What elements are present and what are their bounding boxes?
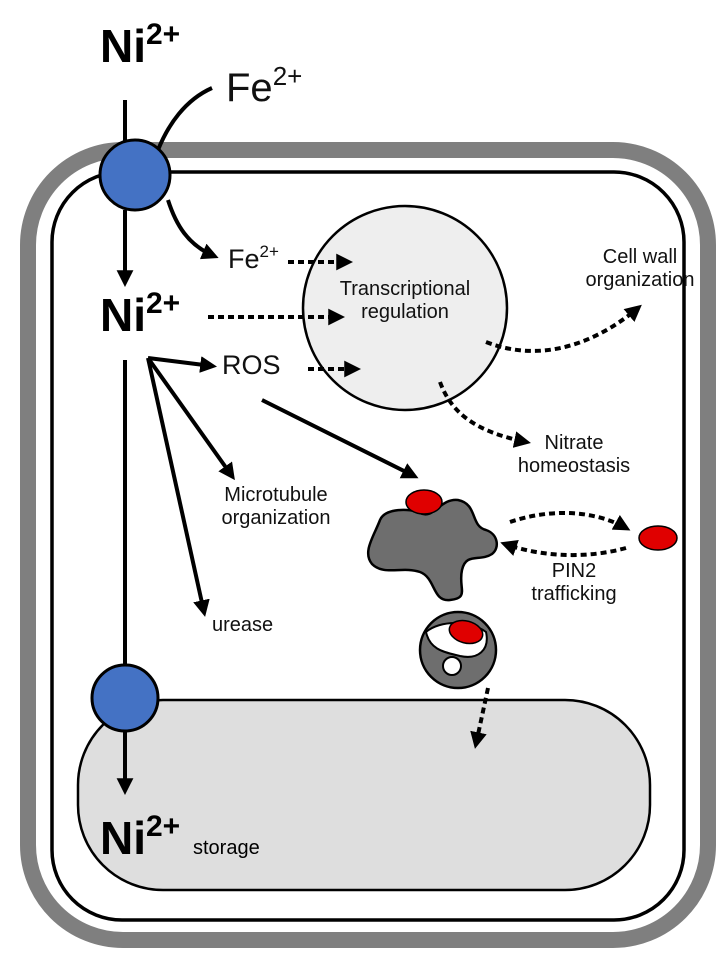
ros-label: ROS xyxy=(222,350,281,380)
ni-storage-label: Ni2+ storage xyxy=(100,810,260,864)
pin2-protein-vesicle xyxy=(448,619,484,645)
vesicle-inner-dot xyxy=(442,656,462,676)
arrow-ni-ros xyxy=(147,356,218,373)
dotted-arrow-nitrate xyxy=(438,381,531,448)
arrow-ros-organelle xyxy=(261,398,419,479)
membrane-transporter xyxy=(98,138,172,212)
pin2-label: PIN2 trafficking xyxy=(531,560,617,605)
fe-extracellular-label: Fe2+ xyxy=(226,61,303,110)
dotted-arrow-cell-wall xyxy=(485,304,642,353)
endosome-organelle xyxy=(366,498,499,602)
nucleus xyxy=(301,204,509,412)
vacuole xyxy=(76,698,652,892)
arrow-transporter-to-fe xyxy=(166,199,219,260)
microtubule-label: Microtubule organization xyxy=(221,484,331,529)
fe-uptake-curve xyxy=(156,86,213,151)
arrow-ni-microtubule xyxy=(146,356,235,481)
arrow-ni-urease xyxy=(146,357,210,617)
fe-intracellular-label: Fe2+ xyxy=(228,242,279,274)
nucleus-label: Transcriptional regulation xyxy=(339,278,471,323)
tonoplast-transporter xyxy=(90,663,160,733)
cell-wall-label: Cell wall organization xyxy=(585,246,695,291)
ni-intracellular-label: Ni2+ xyxy=(100,287,181,341)
cell-wall xyxy=(20,142,716,948)
dotted-arrow-to-membrane xyxy=(509,511,631,531)
urease-label: urease xyxy=(212,614,274,636)
nitrate-label: Nitrate homeostasis xyxy=(517,432,631,477)
ni-extracellular-label: Ni2+ xyxy=(100,18,181,72)
plasma-membrane xyxy=(50,170,686,922)
pin2-protein-membrane xyxy=(638,525,678,551)
pin2-protein-organelle xyxy=(405,489,443,515)
dotted-arrow-to-organelle xyxy=(500,539,627,558)
